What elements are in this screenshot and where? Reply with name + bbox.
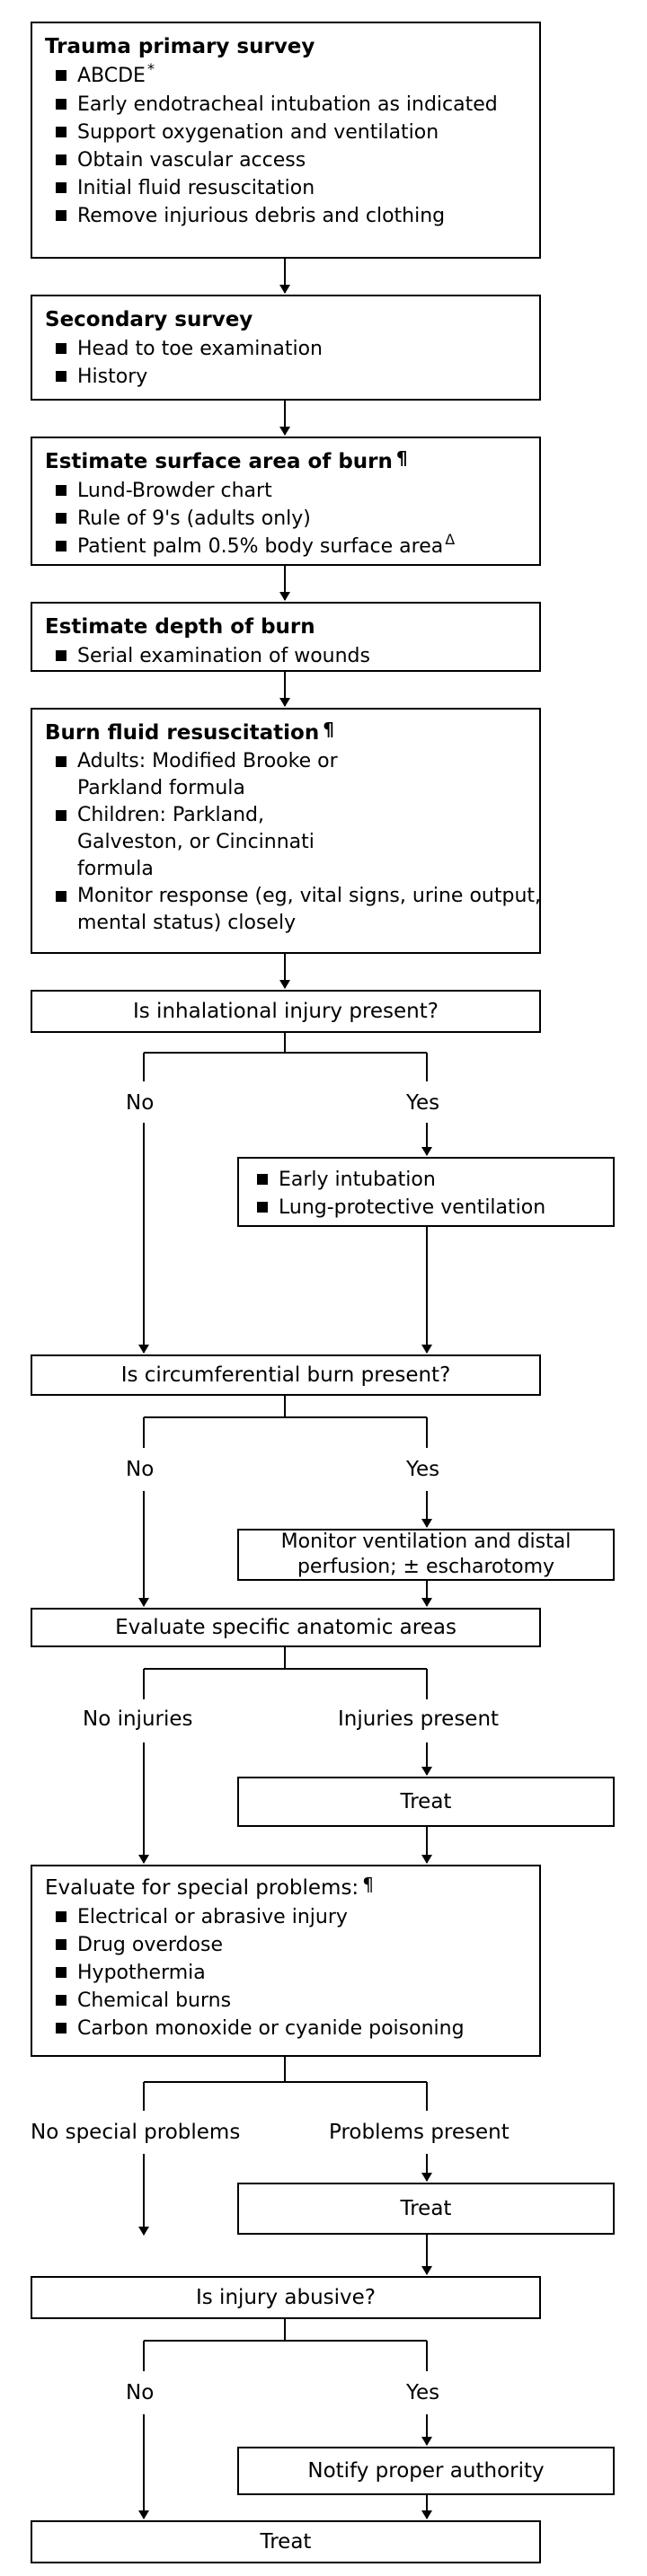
inhalation-yes-label: Yes <box>406 1091 440 1115</box>
notify-authority-box: Notify proper authority <box>237 2447 615 2495</box>
secondary-survey-title: Secondary survey <box>45 308 253 331</box>
special-yes-label: Problems present <box>329 2121 510 2144</box>
bullet-icon <box>56 154 66 165</box>
bullet-icon <box>56 210 66 221</box>
bullet-icon <box>56 1995 66 2006</box>
bullet-icon <box>56 70 66 81</box>
anatomic-areas-box: Evaluate specific anatomic areas <box>31 1608 541 1647</box>
list-item: Serial examination of wounds <box>45 642 527 670</box>
bullet-icon <box>56 1967 66 1978</box>
list-item: ABCDE* <box>45 60 527 91</box>
final-treat-box: Treat <box>31 2520 541 2563</box>
bullet-icon <box>257 1202 268 1213</box>
inhalation-actions-box: Early intubation Lung-protective ventila… <box>237 1157 615 1227</box>
list-item: Obtain vascular access <box>45 146 527 174</box>
escharotomy-action-box: Monitor ventilation and distal perfusion… <box>237 1529 615 1581</box>
circumferential-burn-question: Is circumferential burn present? <box>31 1354 541 1396</box>
list-item: Carbon monoxide or cyanide poisoning <box>45 2015 527 2042</box>
bullet-icon <box>56 371 66 382</box>
bullet-icon <box>56 1939 66 1950</box>
pilcrow-footnote-mark: ¶ <box>323 719 334 740</box>
list-item: Remove injurious debris and clothing <box>45 202 527 230</box>
list-item: Chemical burns <box>45 1987 527 2015</box>
pilcrow-footnote-mark: ¶ <box>362 1874 374 1895</box>
bullet-icon <box>56 343 66 354</box>
bullet-icon <box>56 513 66 524</box>
anatomic-yes-label: Injuries present <box>338 1707 500 1731</box>
bullet-icon <box>56 650 66 661</box>
bullet-icon <box>56 756 66 767</box>
abusive-injury-question: Is injury abusive? <box>31 2276 541 2319</box>
list-item: Adults: Modified Brooke or Parkland form… <box>45 748 527 802</box>
special-problems-title: Evaluate for special problems: <box>45 1876 359 1900</box>
inhalation-no-label: No <box>126 1091 155 1115</box>
list-item: Lung-protective ventilation <box>239 1194 613 1222</box>
burn-depth-box: Estimate depth of burn Serial examinatio… <box>31 602 541 672</box>
secondary-survey-box: Secondary survey Head to toe examination… <box>31 295 541 401</box>
fluid-resuscitation-title: Burn fluid resuscitation <box>45 721 320 745</box>
bullet-icon <box>257 1174 268 1185</box>
list-item: Hypothermia <box>45 1959 527 1987</box>
bullet-icon <box>56 810 66 821</box>
list-item: Initial fluid resuscitation <box>45 174 527 202</box>
abuse-no-label: No <box>126 2381 155 2404</box>
bullet-icon <box>56 1911 66 1922</box>
bullet-icon <box>56 485 66 496</box>
anatomic-no-label: No injuries <box>83 1707 193 1731</box>
primary-survey-title: Trauma primary survey <box>45 35 315 58</box>
bullet-icon <box>56 891 66 902</box>
bullet-icon <box>56 541 66 551</box>
list-item: Children: Parkland, Galveston, or Cincin… <box>45 802 527 883</box>
anatomic-treat-box: Treat <box>237 1777 615 1827</box>
burn-depth-title: Estimate depth of burn <box>45 615 315 639</box>
delta-footnote-mark: Δ <box>445 531 456 548</box>
abuse-yes-label: Yes <box>406 2381 440 2404</box>
special-problems-box: Evaluate for special problems:¶ Electric… <box>31 1865 541 2057</box>
list-item: History <box>45 363 527 391</box>
list-item: Drug overdose <box>45 1931 527 1959</box>
list-item: Support oxygenation and ventilation <box>45 119 527 146</box>
primary-survey-box: Trauma primary survey ABCDE* Early endot… <box>31 22 541 259</box>
list-item: Monitor response (eg, vital signs, urine… <box>45 883 541 937</box>
fluid-resuscitation-box: Burn fluid resuscitation¶ Adults: Modifi… <box>31 708 541 954</box>
circumferential-no-label: No <box>126 1458 155 1481</box>
circumferential-yes-label: Yes <box>406 1458 440 1481</box>
list-item: Early endotracheal intubation as indicat… <box>45 91 527 119</box>
special-no-label: No special problems <box>31 2121 241 2144</box>
list-item: Early intubation <box>239 1166 613 1194</box>
list-item: Electrical or abrasive injury <box>45 1903 527 1931</box>
pilcrow-footnote-mark: ¶ <box>395 447 408 469</box>
surface-area-box: Estimate surface area of burn¶ Lund-Brow… <box>31 437 541 566</box>
bullet-icon <box>56 127 66 137</box>
bullet-icon <box>56 99 66 110</box>
bullet-icon <box>56 2023 66 2033</box>
asterisk-footnote-mark: * <box>146 60 155 77</box>
list-item: Rule of 9's (adults only) <box>45 505 527 533</box>
special-treat-box: Treat <box>237 2183 615 2235</box>
bullet-icon <box>56 182 66 193</box>
inhalational-injury-question: Is inhalational injury present? <box>31 990 541 1033</box>
list-item: Lund-Browder chart <box>45 477 527 505</box>
surface-area-title: Estimate surface area of burn <box>45 450 393 473</box>
list-item: Head to toe examination <box>45 335 527 363</box>
